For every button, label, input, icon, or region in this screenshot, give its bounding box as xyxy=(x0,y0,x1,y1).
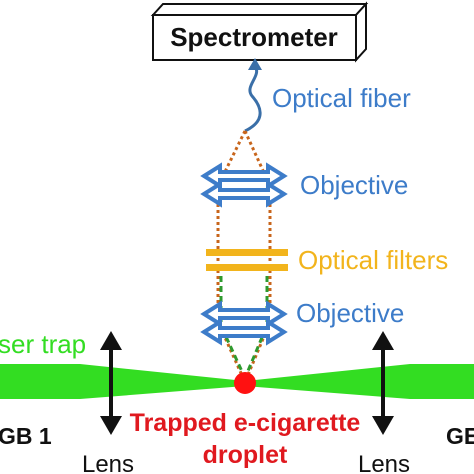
lens-left-label: Lens xyxy=(82,451,134,474)
objective-top: Objective xyxy=(200,162,408,208)
optical-fiber-line xyxy=(244,65,262,133)
optical-filter-bar-2 xyxy=(206,264,288,271)
optical-filter-bar-1 xyxy=(206,249,288,256)
objective-top-label: Objective xyxy=(300,170,408,200)
gb-left-label: GB 1 xyxy=(0,423,52,449)
lens-left xyxy=(100,331,122,435)
beam-path xyxy=(216,130,272,383)
spectrometer-box-front xyxy=(152,14,357,61)
spectrometer-label: Spectrometer xyxy=(170,22,338,52)
objective-bottom-label: Objective xyxy=(296,298,404,328)
objective-bottom-upper-arrow xyxy=(200,300,288,328)
spectrometer-box-top xyxy=(150,3,369,16)
trapped-droplet xyxy=(234,372,256,394)
optical-filters-label: Optical filters xyxy=(298,245,448,275)
objective-bottom-lower-arrow xyxy=(200,318,288,346)
lens-right xyxy=(372,331,394,435)
lens-left-arrowhead-bottom xyxy=(100,416,122,435)
lens-right-label: Lens xyxy=(358,451,410,474)
optical-fiber-arrowhead xyxy=(248,58,262,70)
objective-top-lower-arrow xyxy=(200,180,288,208)
trapped-droplet-label-line1: Trapped e-cigarette xyxy=(130,409,361,437)
lens-right-arrowhead-bottom xyxy=(372,416,394,435)
lens-right-arrowhead-top xyxy=(372,331,394,350)
optical-fiber: Optical fiber xyxy=(244,58,411,133)
gb-right-label: GE xyxy=(446,423,474,449)
spectrometer-box: Spectrometer xyxy=(150,1,369,63)
optical-filters: Optical filters xyxy=(206,245,448,275)
laser-trap-label: ser trap xyxy=(0,329,86,359)
trapped-droplet-label-line2: droplet xyxy=(203,441,288,469)
spectrometer-box-side xyxy=(355,1,367,63)
beam-upper-left-line xyxy=(216,130,247,187)
optical-fiber-label: Optical fiber xyxy=(272,83,411,113)
objective-bottom: Objective xyxy=(200,298,404,346)
beam-lower-right-green-line xyxy=(243,327,268,379)
lens-left-arrowhead-top xyxy=(100,331,122,350)
objective-top-upper-arrow xyxy=(200,162,288,190)
beam-lower-left-green-line xyxy=(220,327,247,379)
